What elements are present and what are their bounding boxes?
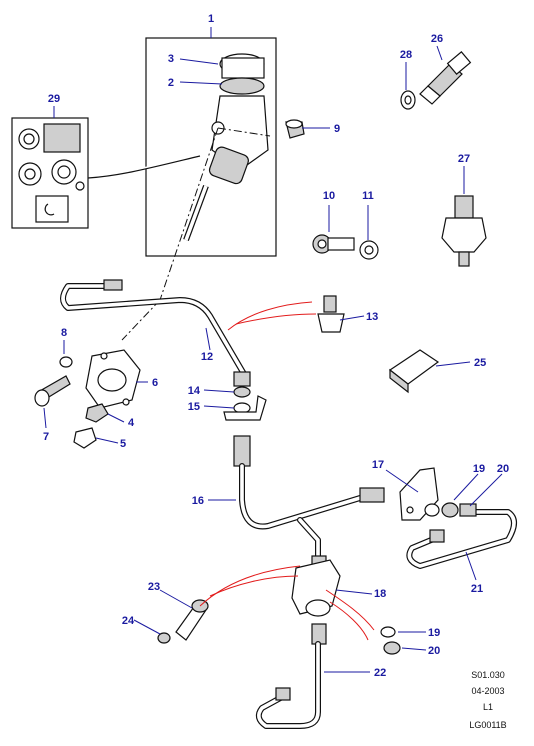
washer-8: [59, 356, 73, 368]
seal-kit-parts: [18, 123, 85, 223]
washer-24: [157, 632, 171, 644]
bracket-18: [291, 559, 341, 617]
callout-23: 23: [148, 581, 160, 593]
screw-23: [175, 599, 209, 641]
callout-19-right: 19: [473, 463, 485, 475]
reference-level: L1: [483, 702, 493, 712]
pipe-21: [406, 509, 517, 569]
callout-22: 22: [374, 667, 386, 679]
callout-17: 17: [372, 459, 384, 471]
part-19-20-lower: [380, 626, 401, 655]
callout-16: 16: [192, 495, 204, 507]
part-14-15: [223, 386, 267, 421]
master-cylinder: [183, 53, 269, 242]
callout-21: 21: [471, 583, 483, 595]
callout-15: 15: [188, 401, 200, 413]
part-26-bleed-screw: [419, 51, 472, 105]
reference-block: S01.030 04-2003 L1 LG0011B: [469, 670, 506, 730]
callout-5: 5: [120, 438, 126, 450]
callout-3: 3: [168, 53, 174, 65]
nut-5: [73, 427, 97, 449]
highlight-line: [227, 301, 313, 331]
callout-8: 8: [61, 327, 67, 339]
callout-2: 2: [168, 77, 174, 89]
bolt-7: [34, 375, 71, 407]
callout-26: 26: [431, 33, 443, 45]
callout-4: 4: [128, 417, 135, 429]
callout-20-lower: 20: [428, 645, 440, 657]
callout-6: 6: [152, 377, 158, 389]
callout-28: 28: [400, 49, 412, 61]
callout-labels: 1 3 2 29 9 10 11 28 26 27 13 12 8 6 7 4 …: [43, 13, 509, 679]
callout-9: 9: [334, 123, 340, 135]
callout-13: 13: [366, 311, 378, 323]
callout-11: 11: [362, 190, 374, 202]
callout-12: 12: [201, 351, 213, 363]
part-19-20-right: [424, 502, 459, 518]
callout-18: 18: [374, 588, 386, 600]
callout-27: 27: [458, 153, 470, 165]
pipe-22: [255, 641, 321, 729]
part-10-11: [312, 234, 379, 260]
callout-14: 14: [188, 385, 201, 397]
callout-25: 25: [474, 357, 486, 369]
callout-7: 7: [43, 431, 49, 443]
callout-1: 1: [208, 13, 214, 25]
part-27-switch: [441, 195, 487, 267]
drawing-id: LG0011B: [469, 720, 506, 730]
part-28-washer: [400, 90, 416, 110]
callout-29: 29: [48, 93, 60, 105]
gasket-6: [85, 349, 141, 409]
callout-24: 24: [122, 615, 135, 627]
reference-code: S01.030: [471, 670, 505, 680]
part-9: [285, 119, 305, 139]
nut-4: [85, 403, 109, 423]
part-13-clip: [317, 295, 345, 333]
callout-19-lower: 19: [428, 627, 440, 639]
part-25-connector: [388, 349, 440, 394]
callout-20-right: 20: [497, 463, 509, 475]
callout-10: 10: [323, 190, 335, 202]
reference-date: 04-2003: [471, 686, 504, 696]
leader-lines: [43, 27, 503, 673]
